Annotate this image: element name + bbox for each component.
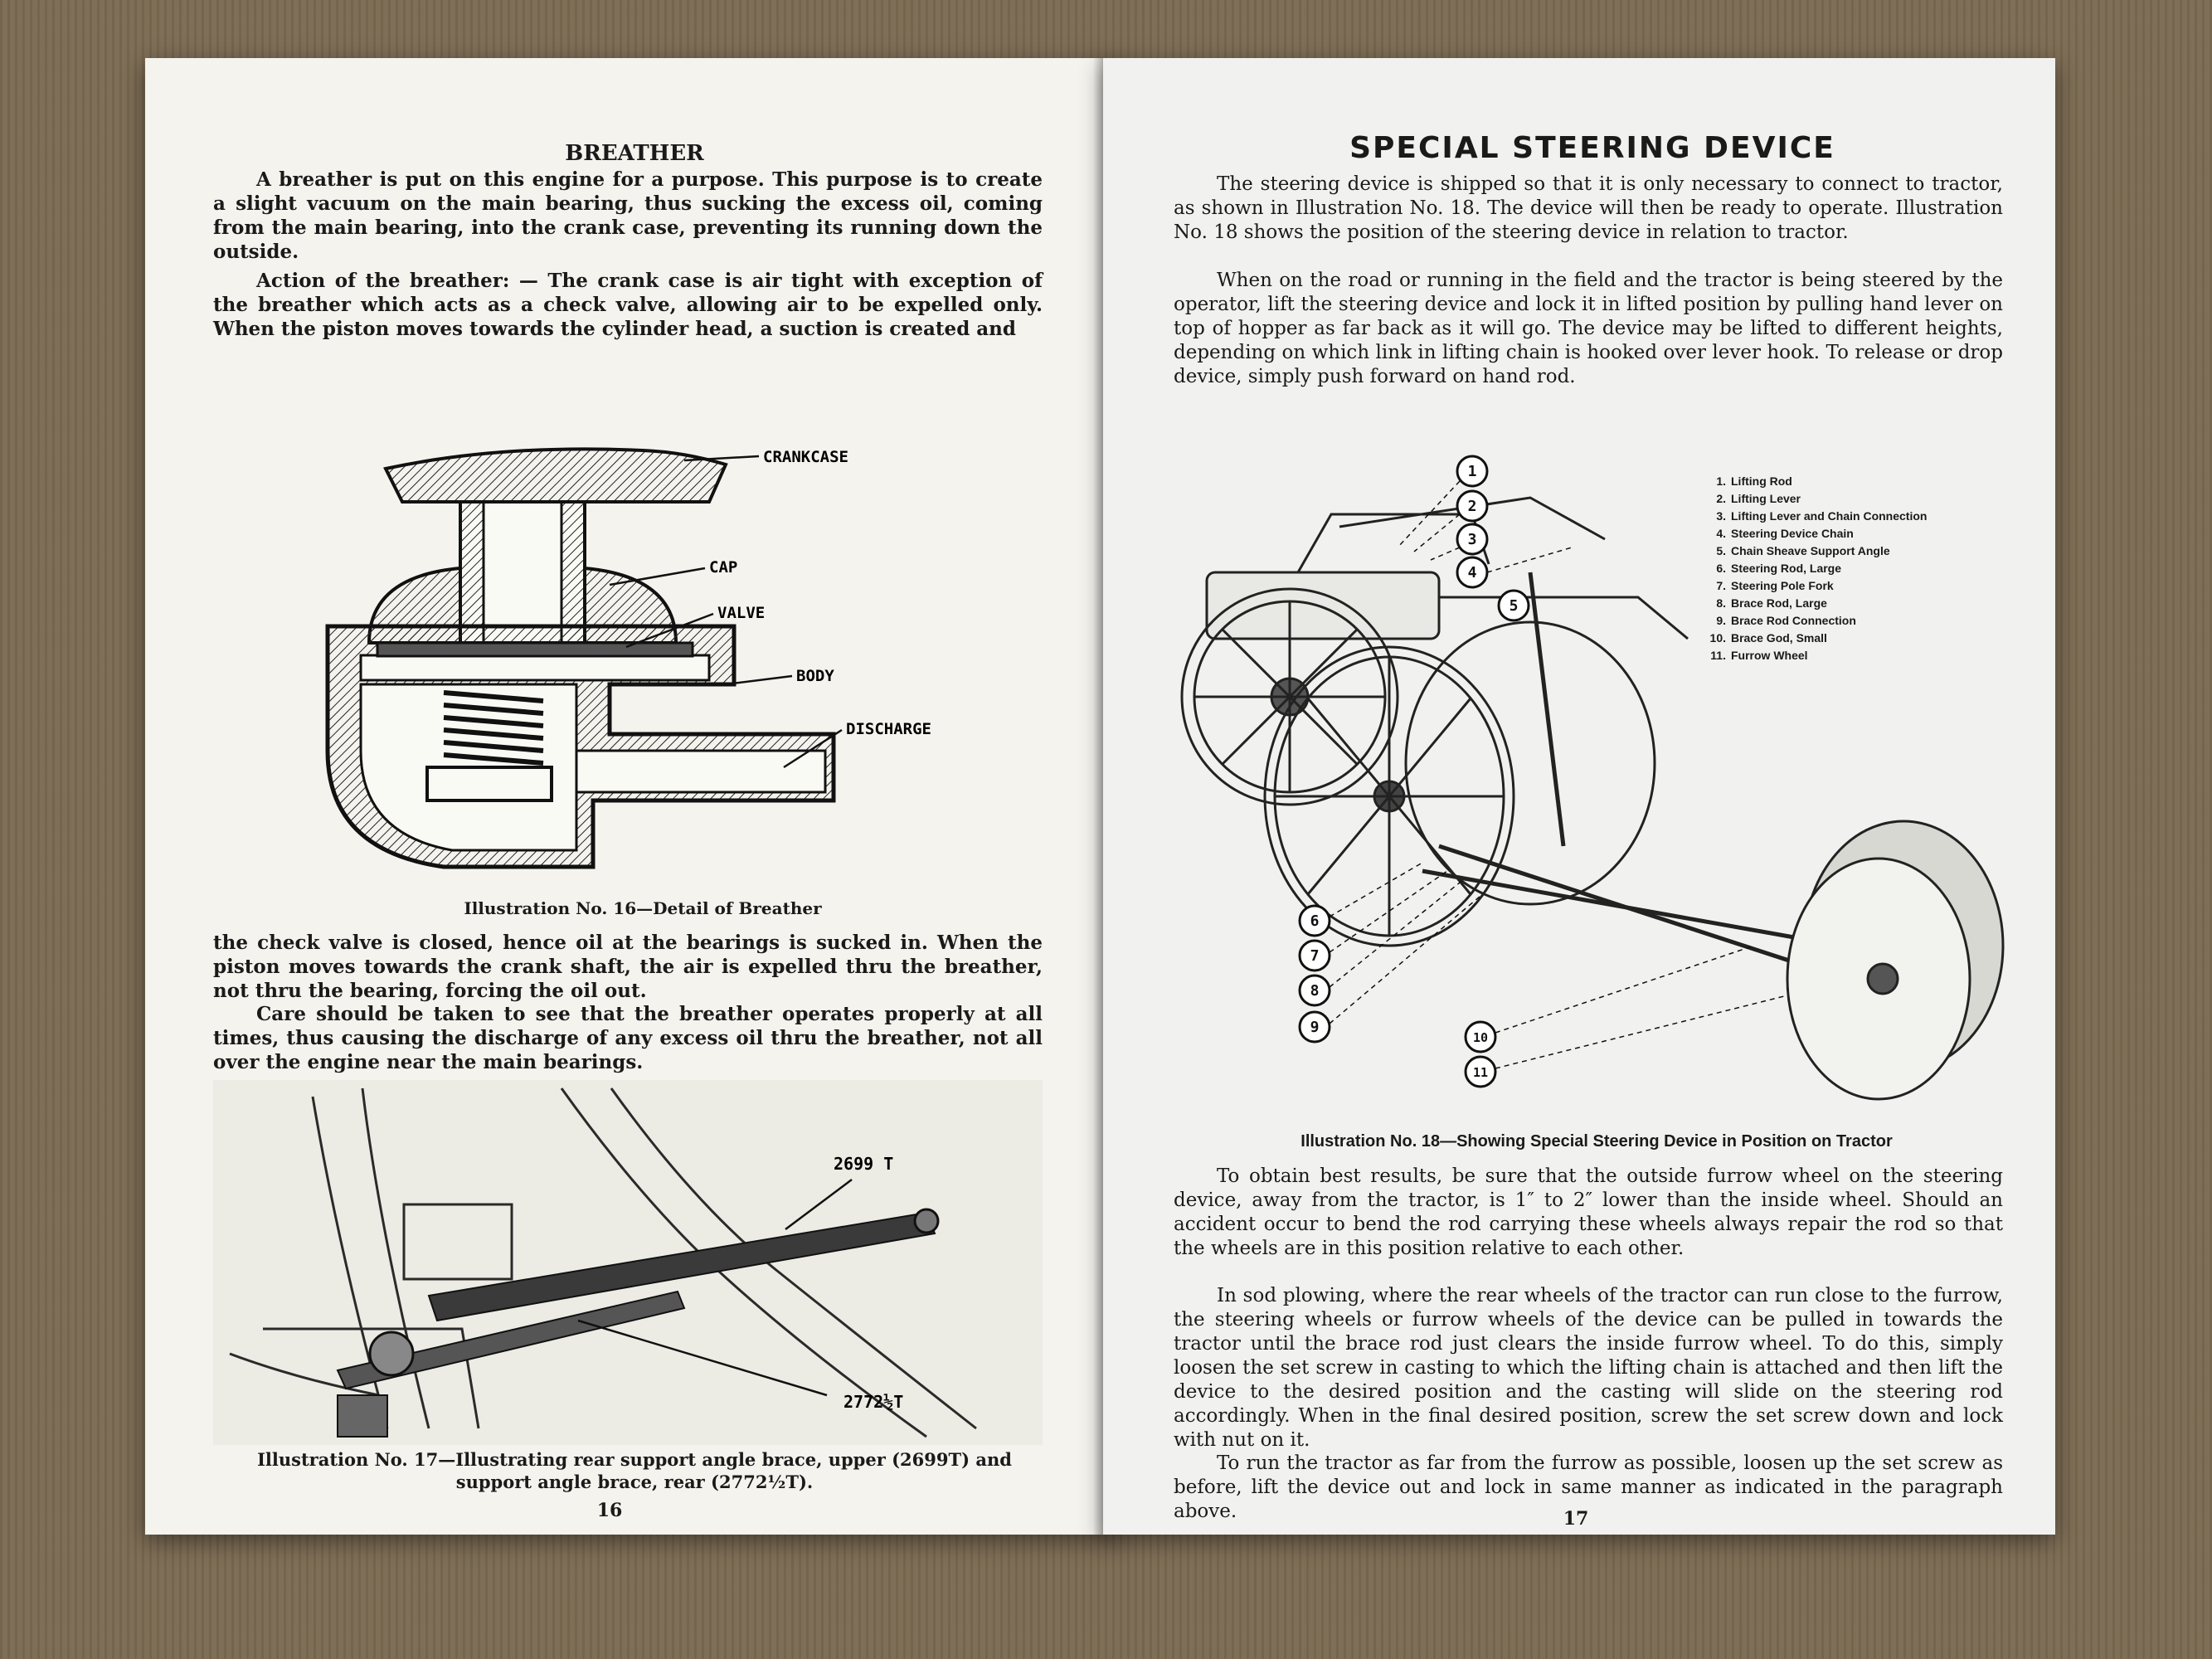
legend-item: 5.Chain Sheave Support Angle: [1716, 544, 1890, 557]
legend-item: 9.Brace Rod Connection: [1716, 614, 1856, 627]
legend-item: 6.Steering Rod, Large: [1716, 562, 1842, 575]
right-page: SPECIAL STEERING DEVICE The steering dev…: [1103, 58, 2055, 1535]
legend-item: 11.Furrow Wheel: [1710, 649, 1808, 662]
steering-para-1: The steering device is shipped so that i…: [1174, 173, 2003, 243]
support-brace-diagram: 2699 T 2772½T: [213, 1080, 1043, 1445]
legend-item: 3.Lifting Lever and Chain Connection: [1716, 509, 1928, 523]
breather-diagram: CRANKCASE CAP VALVE BODY DISCHARGE: [325, 447, 931, 869]
breather-para-2: Action of the breather: — The crank case…: [213, 269, 1043, 341]
callout-8: 8: [1310, 982, 1320, 1000]
steering-para-3: To obtain best results, be sure that the…: [1174, 1165, 2003, 1259]
page-number-16: 16: [596, 1500, 623, 1521]
steering-para-2: When on the road or running in the field…: [1174, 270, 2003, 387]
breather-action-lead: Action of the breather: —: [256, 270, 538, 292]
breather-para-1: A breather is put on this engine for a p…: [213, 168, 1043, 263]
legend-item: 7.Steering Pole Fork: [1716, 579, 1834, 592]
callout-9: 9: [1310, 1019, 1320, 1036]
callout-11: 11: [1473, 1065, 1488, 1080]
page-number-17: 17: [1563, 1508, 1589, 1530]
callout-2: 2: [1468, 498, 1477, 515]
legend-item: 8.Brace Rod, Large: [1716, 596, 1827, 610]
breather-para-3: the check valve is closed, hence oil at …: [213, 932, 1043, 1002]
body-label: BODY: [796, 667, 834, 685]
legend-item: 1.Lifting Rod: [1716, 474, 1792, 488]
callout-5: 5: [1510, 597, 1519, 615]
steering-device-diagram: 1 2 3 4 5 6 7 8 9 10 11: [1180, 455, 2005, 1101]
brace-2772t-label: 2772½T: [843, 1392, 903, 1412]
breather-heading: BREATHER: [565, 141, 704, 166]
steering-para-5: To run the tractor as far from the furro…: [1174, 1452, 2003, 1522]
brace-2699t-label: 2699 T: [834, 1154, 893, 1174]
callout-1: 1: [1468, 463, 1477, 480]
left-page: BREATHER A breather is put on this engin…: [145, 58, 1116, 1535]
callout-7: 7: [1310, 947, 1320, 965]
legend-item: 10.Brace God, Small: [1709, 631, 1827, 645]
crankcase-label: CRANKCASE: [763, 448, 848, 466]
parts-legend: 1.Lifting Rod 2.Lifting Lever 3.Lifting …: [1704, 473, 1953, 664]
breather-action-text: The crank case is air tight with excepti…: [213, 270, 1043, 340]
cap-label: CAP: [709, 558, 737, 577]
discharge-label: DISCHARGE: [846, 720, 931, 738]
steering-para-4: In sod plowing, where the rear wheels of…: [1174, 1285, 2003, 1451]
illustration-17-caption: Illustration No. 17—Illustrating rear su…: [257, 1449, 1012, 1492]
callout-4: 4: [1468, 564, 1477, 581]
legend-item: 4.Steering Device Chain: [1716, 527, 1854, 540]
callout-3: 3: [1468, 531, 1477, 548]
legend-item: 2.Lifting Lever: [1716, 492, 1801, 505]
illustration-16-caption: Illustration No. 16—Detail of Breather: [464, 898, 822, 918]
callout-6: 6: [1310, 912, 1320, 930]
breather-para-4: Care should be taken to see that the bre…: [213, 1003, 1043, 1073]
callout-10: 10: [1473, 1030, 1488, 1045]
steering-device-heading: SPECIAL STEERING DEVICE: [1349, 131, 1835, 165]
valve-label: VALVE: [717, 604, 765, 622]
illustration-18-caption: Illustration No. 18—Showing Special Stee…: [1300, 1132, 1893, 1151]
